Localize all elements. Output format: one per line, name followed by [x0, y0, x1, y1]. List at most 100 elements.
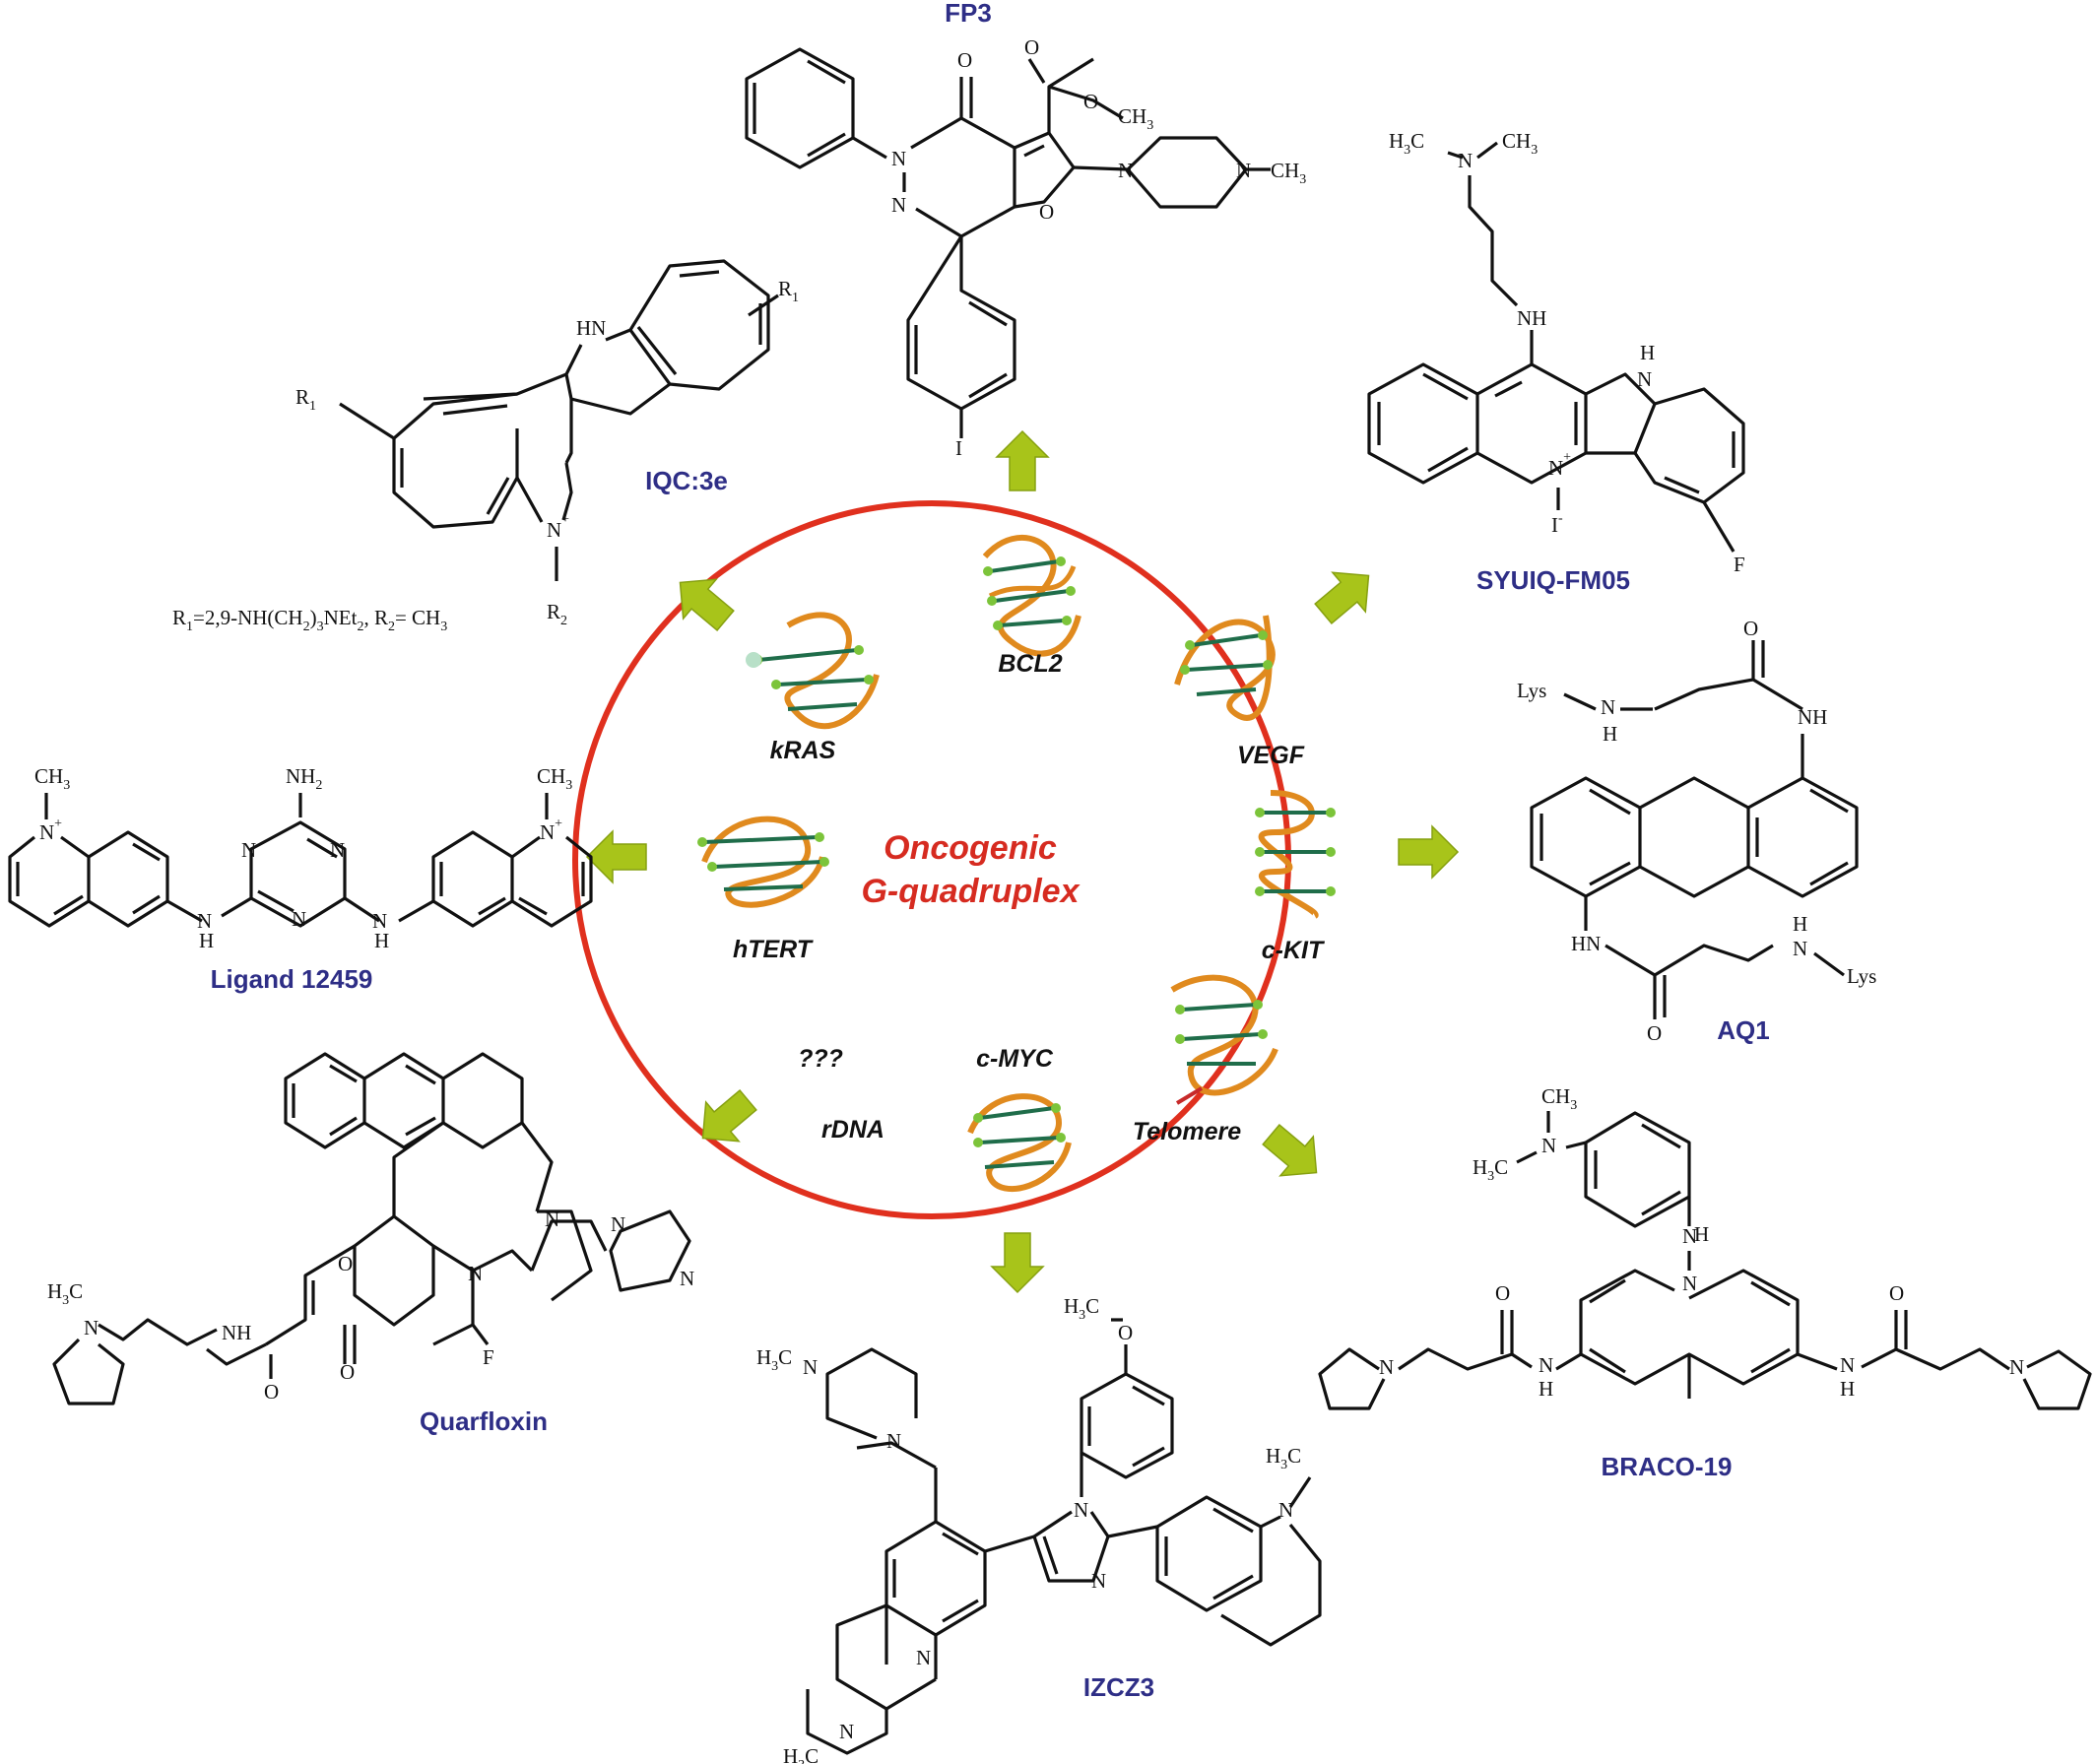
quadruplex-kras-structure [746, 612, 880, 730]
l12459-atom-nh-left: N [197, 909, 212, 933]
iqc-atom-r2: R2 [547, 600, 567, 628]
quarfloxin-atom-nh: NH [222, 1321, 251, 1344]
izcz3-atom-n6: N [916, 1646, 931, 1669]
arrow-to-izcz3 [990, 1232, 1045, 1294]
braco-atom-h3c: H3C [1473, 1155, 1508, 1184]
aq1-atom-lys1: Lys [1517, 679, 1546, 702]
syuiq-atom-f: F [1734, 553, 1745, 576]
molecule-aq1: O Lys N H NH HN H N Lys O AQ1 [1517, 617, 1876, 1045]
fp3-atom-ch3b: CH3 [1271, 159, 1306, 187]
syuiq-atom-i: I- [1551, 511, 1563, 537]
arrow-to-fp3 [995, 429, 1050, 491]
braco-atom-ch3: CH3 [1541, 1084, 1577, 1113]
braco-atom-n3: N [1682, 1272, 1697, 1295]
izcz3-atom-h3c2: H3C [1266, 1444, 1301, 1472]
quarfloxin-atom-n3: N [611, 1212, 625, 1236]
syuiq-atom-n3: N+ [1548, 450, 1571, 480]
quadruplex-htert-structure [697, 816, 829, 908]
arrow-to-iqc [679, 578, 735, 632]
braco-atom-n2: N [1682, 1224, 1697, 1248]
izcz3-atom-o: O [1118, 1321, 1133, 1344]
quadruplex-bcl2-structure [982, 535, 1081, 657]
molecule-syuiq-fm05: H3C N CH3 NH H N N+ I- F SYUIQ-FM05 [1367, 129, 1745, 595]
l12459-atom-n3: N [330, 838, 345, 862]
l12459-atom-n2: N [241, 838, 256, 862]
target-label-unknown: ??? [798, 1045, 843, 1073]
l12459-atom-nh-right-h: H [374, 929, 389, 952]
quarfloxin-atom-n4: N [680, 1267, 694, 1290]
izcz3-atom-n3: N [1278, 1498, 1293, 1522]
fp3-atom-n3: N [1118, 159, 1133, 182]
quarfloxin-atom-n5: N [84, 1316, 98, 1339]
ligand-label-syuiq-fm05: SYUIQ-FM05 [1476, 565, 1630, 595]
arrow-to-quarfloxin [701, 1088, 757, 1143]
target-label-kras: kRAS [770, 737, 836, 764]
iqc-atom-hn: HN [576, 316, 606, 340]
izcz3-atom-n7: N [839, 1720, 854, 1743]
fp3-atom-n4: N [1236, 159, 1251, 182]
ligand-label-izcz3: IZCZ3 [1083, 1672, 1154, 1702]
aq1-atom-o1: O [1743, 617, 1758, 640]
l12459-atom-n5: N+ [540, 817, 562, 844]
braco-atom-o2: O [1889, 1281, 1904, 1305]
izcz3-atom-h3c3: H3C [756, 1345, 792, 1374]
ligand-label-braco-19: BRACO-19 [1602, 1452, 1733, 1481]
quarfloxin-atom-o3: O [264, 1380, 279, 1404]
target-label-telomere: Telomere [1133, 1118, 1241, 1145]
aq1-atom-nh: NH [1798, 705, 1827, 729]
ligand-label-quarfloxin: Quarfloxin [420, 1406, 548, 1436]
izcz3-atom-h3c1: H3C [1064, 1294, 1099, 1323]
izcz3-atom-h3c4: H3C [783, 1744, 819, 1764]
arrows [585, 429, 1460, 1294]
l12459-atom-nh2: NH2 [286, 764, 322, 793]
target-label-ckit: c-KIT [1262, 937, 1326, 964]
fp3-atom-o1: O [957, 48, 972, 72]
braco-atom-n: N [1541, 1134, 1556, 1157]
quarfloxin-atom-o2: O [340, 1360, 355, 1384]
l12459-atom-n1: N+ [39, 817, 62, 844]
molecule-ligand-12459: CH3 N+ N H NH2 N N N N H CH3 N+ Ligand 1… [8, 764, 593, 994]
target-label-rdna: rDNA [821, 1116, 884, 1143]
izcz3-atom-n1: N [1074, 1498, 1088, 1522]
braco-atom-h: H [1694, 1222, 1709, 1246]
ligand-label-iqc-3e: IQC:3e [645, 466, 728, 495]
fp3-atom-o4: O [1039, 200, 1054, 224]
aq1-atom-h2: H [1793, 912, 1807, 936]
g-quadruplex-hub: Oncogenic G-quadruplex [572, 500, 1336, 1219]
target-label-cmyc: c-MYC [976, 1045, 1054, 1073]
braco-atom-n4: N [1539, 1353, 1553, 1377]
molecule-izcz3: H3C O N N N H3C N N H3C N N H3C IZCZ3 [756, 1294, 1322, 1764]
l12459-atom-nh-left-h: H [199, 929, 214, 952]
molecule-quarfloxin: N O O N F N N O NH N H3C Quarfloxin [47, 1052, 694, 1436]
izcz3-atom-n2: N [1091, 1569, 1106, 1593]
braco-atom-h2: H [1539, 1377, 1553, 1401]
aq1-atom-h1: H [1603, 722, 1617, 746]
arrow-to-ligand12459 [585, 829, 647, 884]
ligand-label-12459: Ligand 12459 [211, 964, 373, 994]
syuiq-atom-ch3: CH3 [1502, 129, 1538, 158]
l12459-atom-ch3a: CH3 [34, 764, 70, 793]
molecule-iqc-3e: R1 HN R1 N+ R2 IQC:3e R1=2,9-NH(CH2)3NEt… [172, 259, 799, 634]
izcz3-atom-n5: N [803, 1355, 818, 1379]
arrow-to-syuiq [1314, 571, 1370, 625]
syuiq-atom-h: H [1640, 341, 1655, 364]
iqc-atom-r1b: R1 [778, 277, 799, 305]
target-label-htert: hTERT [733, 936, 815, 963]
fp3-atom-ch3: CH3 [1118, 104, 1153, 133]
syuiq-atom-n: N [1458, 149, 1473, 172]
braco-atom-n5: N [1840, 1353, 1855, 1377]
fp3-atom-o3: O [1083, 90, 1098, 113]
iqc-substituent-note: R1=2,9-NH(CH2)3NEt2, R2= CH3 [172, 606, 447, 634]
syuiq-atom-n2: N [1637, 367, 1652, 391]
quadruplex-cmyc-structure [967, 1093, 1072, 1193]
syuiq-atom-h3c: H3C [1389, 129, 1424, 158]
quadruplex-vegf-structure [1174, 615, 1276, 721]
molecule-braco-19: CH3 N H3C H N N O O N N H H N N BRACO-19 [1318, 1084, 2092, 1481]
aq1-atom-hn: HN [1571, 932, 1601, 955]
arrow-to-aq1 [1398, 824, 1460, 880]
aq1-atom-o2: O [1647, 1021, 1662, 1045]
l12459-atom-ch3b: CH3 [537, 764, 572, 793]
iqc-atom-r1a: R1 [295, 385, 316, 414]
aq1-atom-n1: N [1601, 695, 1615, 719]
